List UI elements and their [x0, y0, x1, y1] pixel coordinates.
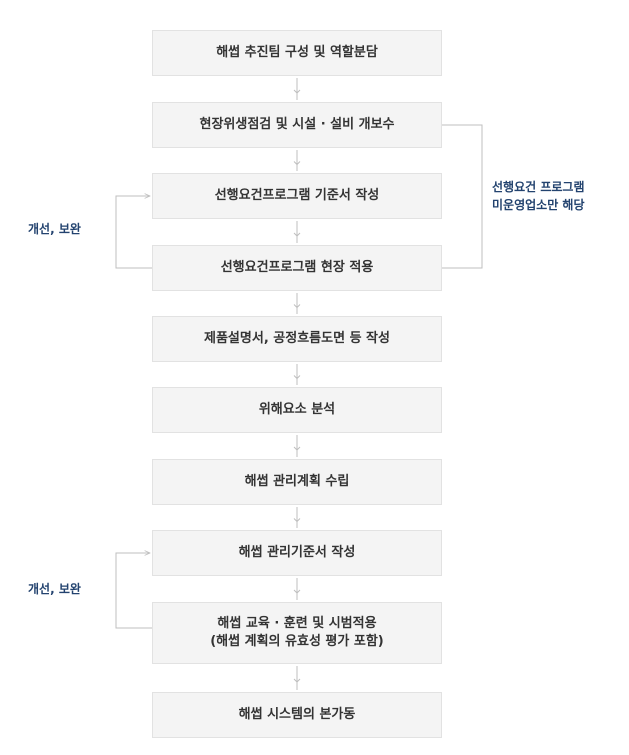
step-label: 위해요소 분석 [258, 402, 336, 417]
step-label: 제품설명서, 공정흐름도면 등 작성 [204, 331, 390, 346]
down-arrow-head-2 [293, 161, 301, 166]
down-arrows [293, 78, 301, 690]
step-label: 해썹 추진팀 구성 및 역할분담 [216, 45, 378, 60]
step-4-prerequisite-application: 선행요건프로그램 현장 적용 [152, 245, 442, 291]
step-label: 선행요건프로그램 기준서 작성 [214, 188, 380, 203]
step-6-hazard-analysis: 위해요소 분석 [152, 387, 442, 433]
step-label: 해썹 관리계획 수립 [244, 474, 350, 489]
step-10-full-operation: 해썹 시스템의 본가동 [152, 692, 442, 738]
down-arrow-head-9 [293, 678, 301, 683]
step-label: 해썹 교육 · 훈련 및 시범적용 [217, 616, 377, 631]
down-arrow-head-5 [293, 375, 301, 380]
down-arrow-head-4 [293, 304, 301, 309]
note-line-2: 미운영업소만 해당 [492, 198, 585, 212]
down-arrow-head-7 [293, 518, 301, 523]
down-arrow-head-6 [293, 446, 301, 451]
step-9-training-trial: 해썹 교육 · 훈련 및 시범적용 (해썹 계획의 유효성 평가 포함) [152, 602, 442, 664]
down-arrow-head-3 [293, 232, 301, 237]
step-8-management-manual: 해썹 관리기준서 작성 [152, 530, 442, 576]
bracket-connector-right [442, 124, 483, 269]
step-5-product-description: 제품설명서, 공정흐름도면 등 작성 [152, 316, 442, 362]
step-2-hygiene-inspection: 현장위생점검 및 시설 · 설비 개보수 [152, 102, 442, 148]
step-7-management-plan: 해썹 관리계획 수립 [152, 459, 442, 505]
loop-label-upper: 개선, 보완 [28, 222, 81, 236]
step-label: 해썹 관리기준서 작성 [238, 545, 356, 560]
step-label: 선행요건프로그램 현장 적용 [220, 260, 374, 275]
step-label: 현장위생점검 및 시설 · 설비 개보수 [199, 117, 395, 132]
step-3-prerequisite-manual: 선행요건프로그램 기준서 작성 [152, 173, 442, 219]
step-label: 해썹 시스템의 본가동 [238, 707, 356, 722]
down-arrow-head-8 [293, 589, 301, 594]
loop-connector-upper [115, 196, 152, 269]
note-line-1: 선행요건 프로그램 [492, 180, 585, 194]
step-sublabel: (해썹 계획의 유효성 평가 포함) [210, 634, 384, 649]
loop-label-lower: 개선, 보완 [28, 582, 81, 596]
step-1-team-formation: 해썹 추진팀 구성 및 역할분담 [152, 30, 442, 76]
down-arrow-head-1 [293, 89, 301, 94]
prerequisite-note: 선행요건 프로그램 미운영업소만 해당 [492, 178, 585, 214]
loop-connector-lower [115, 553, 152, 629]
